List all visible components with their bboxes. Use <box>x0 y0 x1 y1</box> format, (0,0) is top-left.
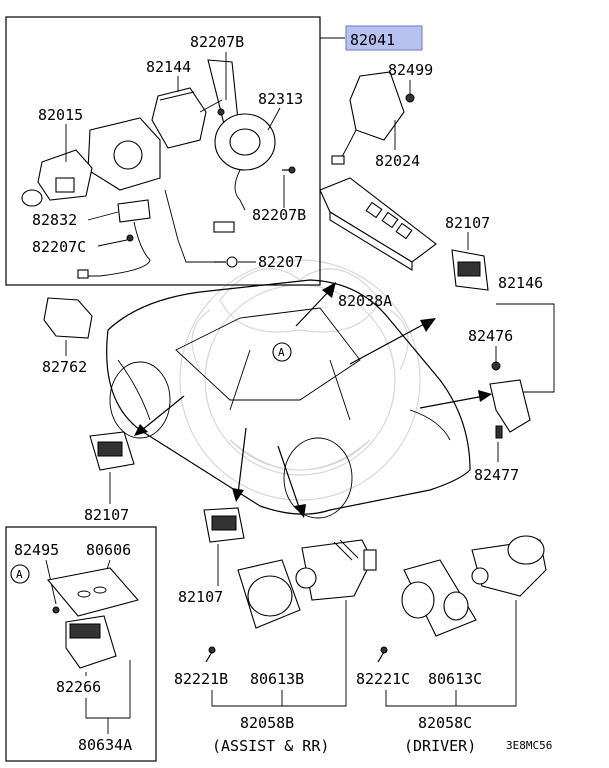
label-82107-center: 82107 <box>178 588 223 606</box>
room-lamp-driver <box>401 535 547 637</box>
label-82041[interactable]: 82041 <box>350 31 395 49</box>
bracket-82476 <box>489 361 531 439</box>
label-82476: 82476 <box>468 327 513 345</box>
arrows <box>134 282 492 518</box>
window-switch-right <box>451 249 489 291</box>
label-driver: (DRIVER) <box>404 737 476 755</box>
label-82266: 82266 <box>56 678 101 696</box>
power-window-master-switch <box>319 177 437 271</box>
clock-spring <box>213 113 276 233</box>
switch-assembly-group-box <box>5 16 321 286</box>
label-80606: 80606 <box>86 541 131 559</box>
relay-82762 <box>43 297 93 339</box>
screw-82207 <box>214 256 238 268</box>
window-switch-left <box>89 431 135 471</box>
label-82107-right: 82107 <box>445 214 490 232</box>
label-80613C: 80613C <box>428 670 482 688</box>
callout-a-car-letter: A <box>278 346 285 359</box>
label-82762: 82762 <box>42 358 87 376</box>
label-82038A: 82038A <box>338 292 392 310</box>
detail-box-a <box>5 526 157 762</box>
window-switch-center <box>203 507 245 543</box>
screw-82207B <box>282 166 296 174</box>
room-lamp-assist <box>237 539 377 629</box>
diagram-code: 3E8MC56 <box>506 739 552 752</box>
label-82477: 82477 <box>474 466 519 484</box>
label-82058B: 82058B <box>240 714 294 732</box>
label-82207B-mid: 82207B <box>252 206 306 224</box>
label-82146: 82146 <box>498 274 543 292</box>
label-82313: 82313 <box>258 90 303 108</box>
label-82221C: 82221C <box>356 670 410 688</box>
bracket-80606 <box>46 567 139 669</box>
label-82207C: 82207C <box>32 238 86 256</box>
callout-a-car <box>272 342 292 362</box>
label-82107-left: 82107 <box>84 506 129 524</box>
label-82207B-top: 82207B <box>190 33 244 51</box>
label-82207: 82207 <box>258 253 303 271</box>
connector-82832 <box>77 199 151 279</box>
label-assist-rr: (ASSIST & RR) <box>212 737 329 755</box>
vehicle-outline <box>106 279 471 519</box>
label-82221B: 82221B <box>174 670 228 688</box>
label-82058C: 82058C <box>418 714 472 732</box>
label-80634A: 80634A <box>78 736 132 754</box>
switch-body <box>21 117 161 207</box>
callout-a-box-letter: A <box>16 568 23 581</box>
callout-a-box <box>10 564 30 584</box>
label-82499: 82499 <box>388 61 433 79</box>
label-82024: 82024 <box>375 152 420 170</box>
label-82015: 82015 <box>38 106 83 124</box>
steering-switch-82024 <box>331 71 415 165</box>
highlight-82041[interactable] <box>345 25 423 51</box>
label-82495: 82495 <box>14 541 59 559</box>
label-80613B: 80613B <box>250 670 304 688</box>
label-82144: 82144 <box>146 58 191 76</box>
label-82832: 82832 <box>32 211 77 229</box>
